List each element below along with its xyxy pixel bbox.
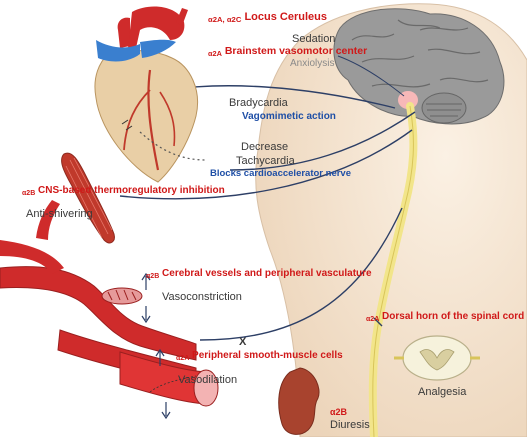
anti-shivering-label: Anti-shivering bbox=[26, 209, 93, 220]
brainstem-text: Brainstem vasomotor center bbox=[225, 45, 367, 57]
heart-illustration bbox=[95, 7, 206, 182]
locus-ceruleus-text: Locus Ceruleus bbox=[244, 11, 327, 23]
smooth-muscle-label: α2A Peripheral smooth-muscle cells bbox=[176, 351, 343, 362]
sedation-label: Sedation bbox=[292, 34, 335, 45]
diuresis-receptor: α2B bbox=[330, 408, 347, 417]
smooth-muscle-text: Peripheral smooth-muscle cells bbox=[192, 350, 343, 361]
smooth-muscle-receptor: α2A bbox=[176, 355, 189, 362]
vasoconstriction-label: Vasoconstriction bbox=[162, 292, 242, 303]
cardioaccelerator-label: Blocks cardioaccelerator nerve bbox=[210, 169, 351, 179]
muscle-illustration bbox=[62, 153, 115, 243]
vagomimetic-label: Vagomimetic action bbox=[242, 112, 336, 122]
thermoregulatory-receptor: α2B bbox=[22, 190, 35, 197]
bradycardia-label: Bradycardia bbox=[229, 98, 288, 109]
vessels-receptor: α2B bbox=[146, 273, 159, 280]
brainstem-receptor: α2A bbox=[208, 49, 222, 58]
dorsal-horn-text: Dorsal horn of the spinal cord bbox=[382, 311, 524, 322]
locus-ceruleus-label: α2A, α2C Locus Ceruleus bbox=[208, 12, 327, 24]
thermoregulatory-label: α2B CNS-based thermoregulatory inhibitio… bbox=[22, 186, 225, 197]
locus-ceruleus-receptor: α2A, α2C bbox=[208, 15, 241, 24]
vasodilation-label: Vasodilation bbox=[178, 375, 237, 386]
brainstem-label: α2A Brainstem vasomotor center bbox=[208, 46, 367, 57]
thermoregulatory-text: CNS-based thermoregulatory inhibition bbox=[38, 185, 225, 196]
dorsal-horn-label: α2A Dorsal horn of the spinal cord bbox=[366, 312, 524, 323]
x-mark: X bbox=[239, 337, 246, 348]
diuresis-label: Diuresis bbox=[330, 420, 370, 431]
anxiolysis-label: Anxiolysis bbox=[290, 59, 334, 69]
decrease-label: Decrease bbox=[241, 142, 288, 153]
analgesia-label: Analgesia bbox=[418, 387, 466, 398]
dorsal-horn-receptor: α2A bbox=[366, 316, 379, 323]
vessels-label: α2B Cerebral vessels and peripheral vasc… bbox=[146, 269, 372, 280]
tachycardia-label: Tachycardia bbox=[236, 156, 295, 167]
vessels-text: Cerebral vessels and peripheral vasculat… bbox=[162, 268, 372, 279]
